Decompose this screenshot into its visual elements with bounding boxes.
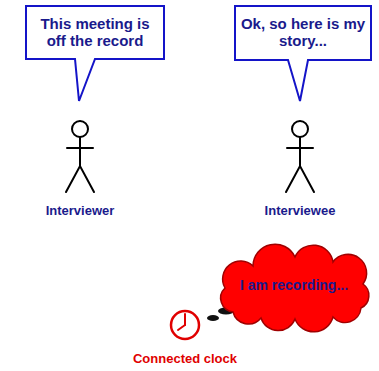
thought-text: I am recording... <box>240 278 348 294</box>
figure-body <box>299 137 301 166</box>
clock-hand <box>178 325 185 330</box>
bubble-shape <box>235 6 371 101</box>
interviewer-figure <box>66 121 94 192</box>
speech-bubble: This meeting is off the record <box>25 5 165 60</box>
person-name: Interviewee <box>230 203 370 218</box>
node-text-box: This meeting is off the record <box>25 5 165 60</box>
device-name: Connected clock <box>115 351 255 366</box>
figure-arms <box>287 147 313 149</box>
thought-dot <box>207 315 219 321</box>
cloud-shape <box>221 244 369 332</box>
node-text-box: I am recording... <box>213 250 375 322</box>
interviewee-figure <box>286 121 314 192</box>
figure-head <box>292 121 308 137</box>
clock-icon <box>171 311 199 339</box>
bubble-shape <box>26 6 164 101</box>
node-text-box: Ok, so here is my story... <box>234 5 372 61</box>
figure-body <box>79 137 81 166</box>
speech-bubble: Ok, so here is my story... <box>234 5 372 61</box>
speech-text: This meeting is off the record <box>35 16 155 50</box>
figure-legs <box>286 166 314 192</box>
thought-cloud: I am recording... <box>213 250 375 322</box>
person-name: Interviewer <box>10 203 150 218</box>
figure-legs <box>66 166 94 192</box>
clock-hand <box>184 314 186 325</box>
figure-head <box>72 121 88 137</box>
figure-arms <box>67 147 93 149</box>
speech-text: Ok, so here is my story... <box>237 16 369 50</box>
clock-face <box>171 311 199 339</box>
